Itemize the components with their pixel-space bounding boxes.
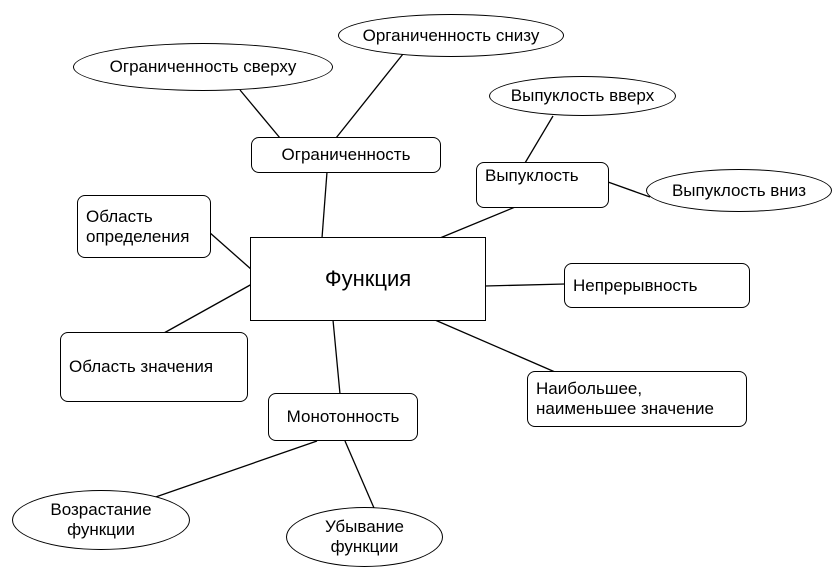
edge-function-extrema bbox=[434, 319, 556, 373]
convex-down-node: Выпуклость вниз bbox=[646, 169, 832, 212]
monotonicity-node: Монотонность bbox=[268, 393, 418, 441]
function-node: Функция bbox=[250, 237, 486, 321]
monotonicity-label: Монотонность bbox=[286, 407, 400, 426]
convex-up-label: Выпуклость вверх bbox=[510, 86, 655, 105]
edge-function-convexity bbox=[439, 204, 521, 239]
edge-monotonicity-increasing bbox=[146, 440, 318, 501]
edge-convexity-convex-down bbox=[607, 181, 651, 198]
domain-label: Область определения bbox=[86, 206, 190, 246]
convex-up-node: Выпуклость вверх bbox=[489, 76, 676, 116]
continuity-node: Непрерывность bbox=[564, 263, 750, 308]
range-label: Область значения bbox=[69, 357, 214, 376]
edge-function-boundedness bbox=[321, 171, 328, 239]
function-label: Функция bbox=[324, 266, 412, 291]
boundedness-label: Ограниченность bbox=[281, 145, 411, 164]
convex-down-label: Выпуклость вниз bbox=[671, 180, 807, 200]
range-node: Область значения bbox=[60, 332, 248, 402]
convexity-node: Выпуклость bbox=[476, 162, 609, 208]
extrema-label: Наибольшее, наименьшее значение bbox=[536, 379, 714, 418]
edge-monotonicity-decreasing bbox=[344, 440, 375, 509]
edge-function-range bbox=[163, 283, 253, 334]
continuity-label: Непрерывность bbox=[573, 275, 698, 295]
bounded-above-node: Ограниченность сверху bbox=[73, 43, 333, 91]
increasing-label: Возрастание функции bbox=[50, 500, 152, 539]
bounded-above-label: Ограниченность сверху bbox=[109, 57, 297, 76]
edge-boundedness-bounded-above bbox=[239, 89, 281, 139]
edge-convexity-convex-up bbox=[524, 115, 554, 164]
bounded-below-label: Органиченность снизу bbox=[362, 25, 540, 45]
domain-node: Область определения bbox=[77, 195, 211, 258]
bounded-below-node: Органиченность снизу bbox=[338, 14, 564, 57]
extrema-node: Наибольшее, наименьшее значение bbox=[527, 371, 747, 427]
edge-function-domain bbox=[208, 231, 253, 271]
convexity-label: Выпуклость bbox=[485, 166, 579, 185]
edge-function-continuity bbox=[484, 283, 566, 287]
edge-boundedness-bounded-below bbox=[335, 53, 404, 139]
edge-function-monotonicity bbox=[332, 319, 341, 395]
decreasing-node: Убывание функции bbox=[286, 507, 443, 567]
increasing-node: Возрастание функции bbox=[12, 490, 190, 550]
decreasing-label: Убывание функции bbox=[324, 517, 404, 556]
boundedness-node: Ограниченность bbox=[251, 137, 441, 173]
